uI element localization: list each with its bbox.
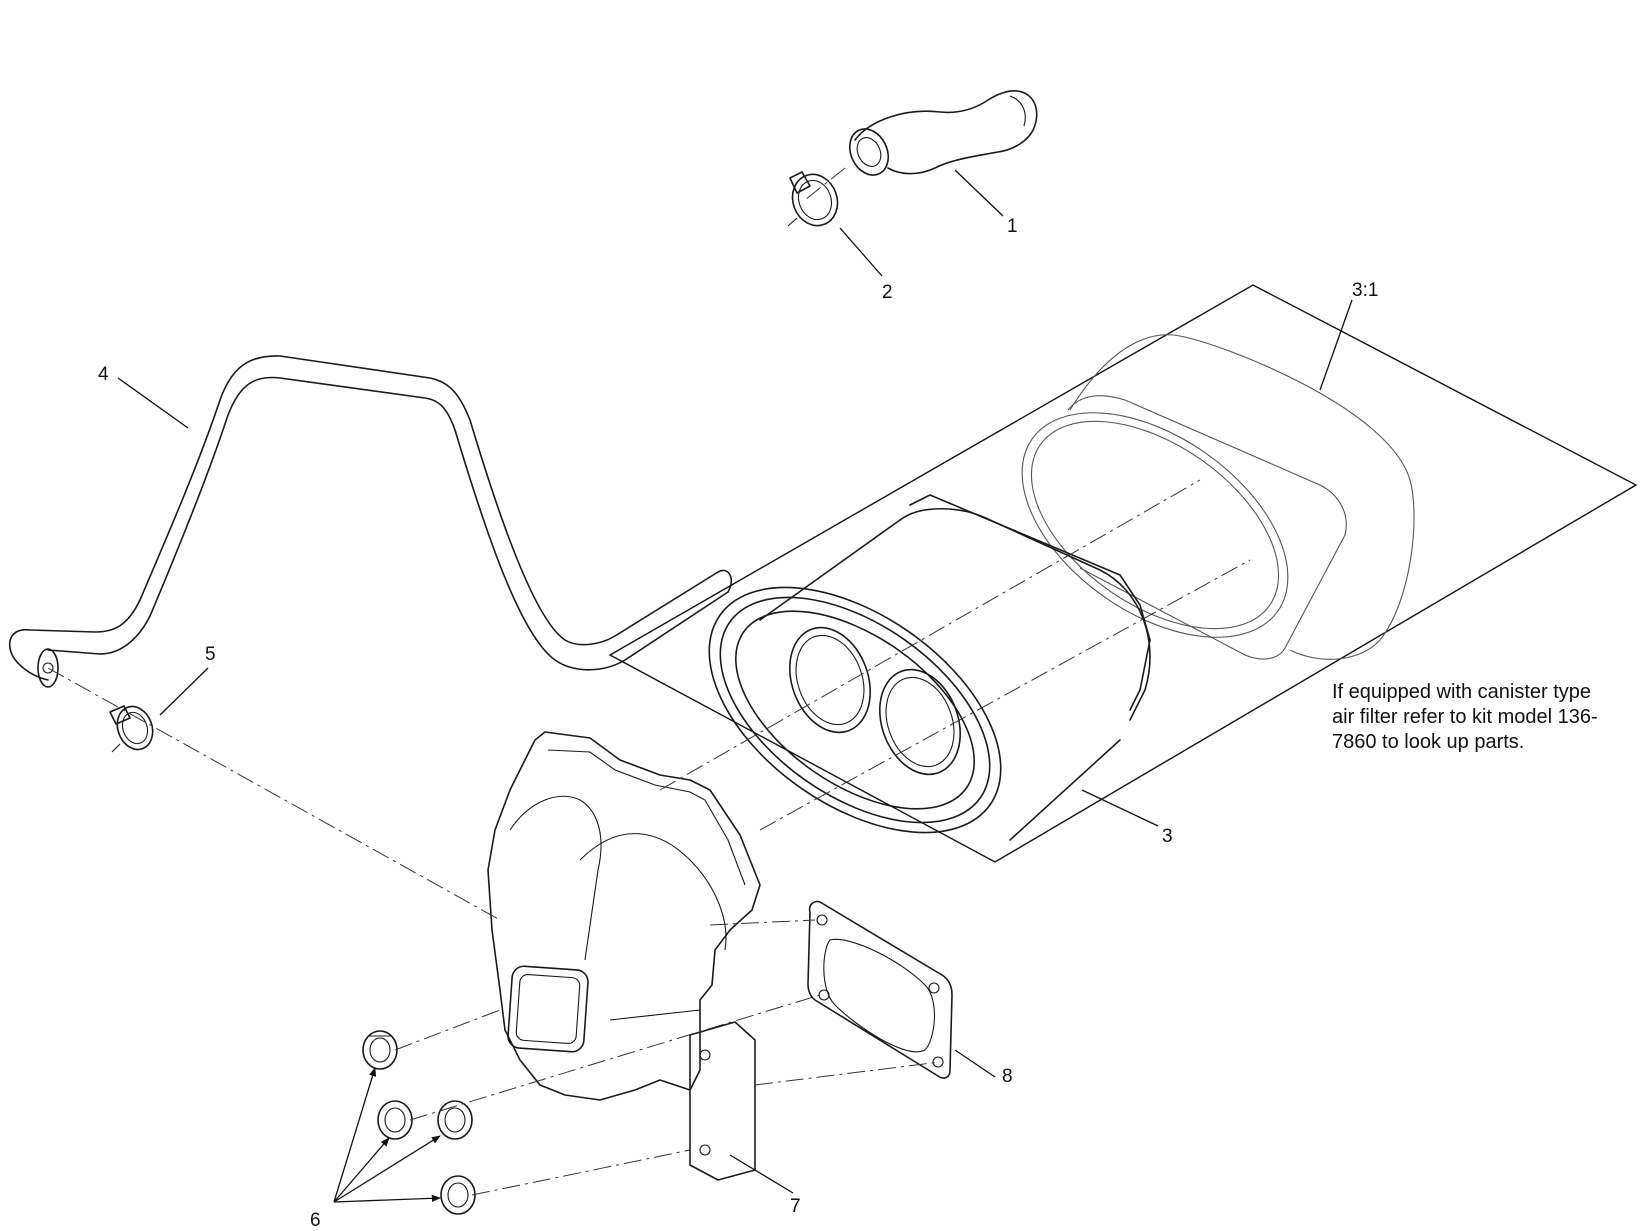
part-5-hose-clamp	[109, 705, 154, 753]
callout-2: 2	[882, 282, 893, 303]
part-3-air-filter-element	[708, 494, 1151, 841]
callout-7: 7	[790, 1196, 801, 1217]
callout-8: 8	[1002, 1066, 1013, 1087]
part-2-hose-clamp	[787, 171, 839, 227]
part-1-breather-hose	[848, 90, 1038, 176]
part-8-gasket	[807, 900, 953, 1079]
callout-1: 1	[1007, 216, 1018, 237]
part-6-flange-nut-b	[377, 1100, 413, 1140]
part-6-flange-nut-a	[362, 1030, 398, 1070]
part-3-1-pre-cleaner	[1021, 334, 1415, 660]
callout-3-1: 3:1	[1352, 280, 1378, 301]
part-4-breather-tube	[8, 355, 733, 688]
canister-filter-note: If equipped with canister type air filte…	[1332, 681, 1598, 753]
assembly-centerlines	[47, 167, 1251, 1196]
callout-4: 4	[98, 364, 109, 385]
filter-kit-boundary	[608, 284, 1638, 863]
callout-5: 5	[205, 644, 216, 665]
callout-leaders	[117, 169, 1353, 1203]
callout-6: 6	[310, 1210, 321, 1231]
part-6-flange-nut-d	[440, 1175, 476, 1215]
part-6-flange-nut-c	[437, 1100, 473, 1140]
callout-3: 3	[1162, 826, 1173, 847]
part-7-intake-housing	[487, 731, 761, 1181]
